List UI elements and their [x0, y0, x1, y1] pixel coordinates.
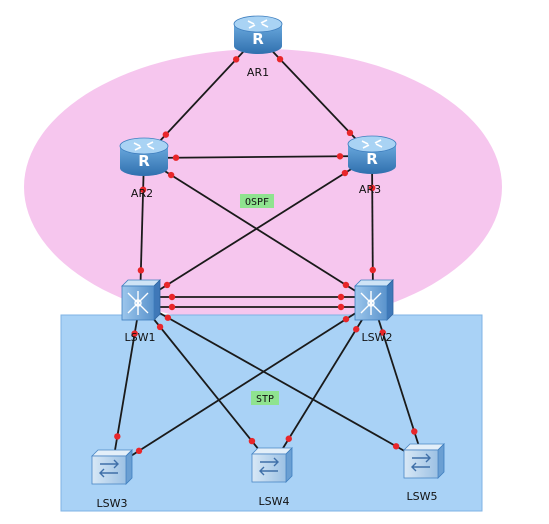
link-line: [139, 155, 373, 303]
port-marker: [131, 330, 138, 337]
link-lsw2-lsw4[interactable]: [271, 301, 374, 467]
links-layer: [111, 35, 425, 469]
device-lsw5[interactable]: LSW5: [403, 443, 445, 503]
device-ar1[interactable]: R AR1: [233, 15, 283, 79]
port-marker: [353, 326, 360, 333]
port-marker: [232, 56, 240, 63]
ospf-zone-tag-text: OSPF: [245, 197, 269, 208]
link-lsw1-lsw5[interactable]: [139, 301, 425, 463]
port-marker: [172, 154, 180, 161]
link-line: [139, 301, 425, 463]
ospf-zone-tag-background: [240, 194, 274, 208]
port-marker: [342, 315, 350, 323]
link-line: [143, 155, 373, 159]
port-marker: [156, 323, 164, 331]
port-marker: [139, 186, 147, 193]
port-marker: [137, 267, 145, 274]
port-marker: [163, 281, 171, 289]
link-line: [371, 155, 374, 303]
link-lsw1-lsw2[interactable]: [140, 293, 373, 301]
link-ar3-lsw2[interactable]: [369, 155, 376, 303]
l2-switch-icon: [251, 447, 293, 483]
link-lsw2-lsw3[interactable]: [111, 301, 374, 469]
port-marker: [341, 169, 349, 177]
link-line: [257, 35, 373, 157]
link-line: [139, 157, 145, 303]
link-ar1-ar3[interactable]: [257, 35, 373, 157]
link-line: [111, 301, 141, 469]
l2-switch-icon: [91, 449, 133, 485]
device-label-lsw4: LSW4: [259, 495, 290, 508]
port-marker: [248, 437, 256, 445]
device-lsw3[interactable]: LSW3: [91, 449, 133, 510]
link-ar2-lsw1[interactable]: [137, 157, 147, 303]
link-ar2-lsw2[interactable]: [143, 157, 374, 303]
port-marker: [168, 293, 176, 301]
l3-switch-icon: [121, 279, 161, 321]
port-marker: [337, 303, 345, 311]
port-marker: [285, 435, 292, 442]
device-lsw2[interactable]: LSW2: [354, 279, 394, 344]
device-label-lsw2: LSW2: [362, 331, 393, 344]
device-ar2[interactable]: R AR2: [119, 137, 169, 200]
svg-text:R: R: [138, 152, 150, 170]
device-label-lsw5: LSW5: [407, 490, 438, 503]
zones-layer: [24, 49, 502, 512]
l3-switch-icon: [354, 279, 394, 321]
link-line: [143, 157, 374, 303]
port-marker: [337, 293, 345, 301]
router-icon: R: [233, 15, 283, 54]
port-marker: [167, 171, 175, 179]
port-marker: [342, 281, 350, 289]
port-marker: [379, 329, 386, 336]
port-marker: [392, 443, 400, 450]
device-label-ar2: AR2: [131, 187, 153, 200]
ospf-zone-tag: OSPF: [240, 194, 274, 208]
link-ar2-ar3[interactable]: [143, 153, 373, 161]
device-label-ar3: AR3: [359, 183, 381, 196]
device-lsw4[interactable]: LSW4: [251, 447, 293, 508]
link-line: [372, 301, 425, 463]
devices-layer: R AR1 R AR2 R: [91, 15, 445, 510]
device-ar3[interactable]: R AR3: [347, 135, 397, 196]
link-lsw1-lsw4[interactable]: [139, 301, 273, 467]
port-marker: [164, 314, 172, 321]
stp-zone-tag-text: STP: [256, 394, 274, 405]
link-lsw2-lsw5[interactable]: [372, 301, 425, 463]
port-marker: [346, 129, 354, 137]
link-lsw1-lsw2[interactable]: [140, 303, 373, 311]
port-marker: [411, 428, 418, 435]
stp-zone-tag: STP: [251, 391, 279, 405]
device-label-lsw3: LSW3: [97, 497, 128, 510]
ospf-zone: [24, 49, 502, 325]
port-marker: [168, 303, 176, 311]
link-ar3-lsw1[interactable]: [139, 155, 373, 303]
device-label-ar1: AR1: [247, 66, 269, 79]
device-label-lsw1: LSW1: [125, 331, 156, 344]
link-ar1-ar2[interactable]: [143, 35, 259, 159]
l2-switch-icon: [403, 443, 445, 479]
port-marker: [276, 55, 284, 63]
port-marker: [336, 153, 344, 160]
port-marker: [369, 266, 376, 274]
link-line: [111, 301, 374, 469]
svg-text:R: R: [252, 30, 264, 48]
port-marker: [135, 447, 143, 455]
stp-zone-tag-background: [251, 391, 279, 405]
link-lsw1-lsw3[interactable]: [111, 301, 141, 469]
port-marker: [162, 131, 170, 138]
svg-text:R: R: [366, 150, 378, 168]
port-marker: [114, 433, 121, 440]
link-line: [143, 35, 259, 159]
router-icon: R: [119, 137, 169, 176]
router-icon: R: [347, 135, 397, 174]
port-marker: [369, 184, 376, 192]
device-lsw1[interactable]: LSW1: [121, 279, 161, 344]
